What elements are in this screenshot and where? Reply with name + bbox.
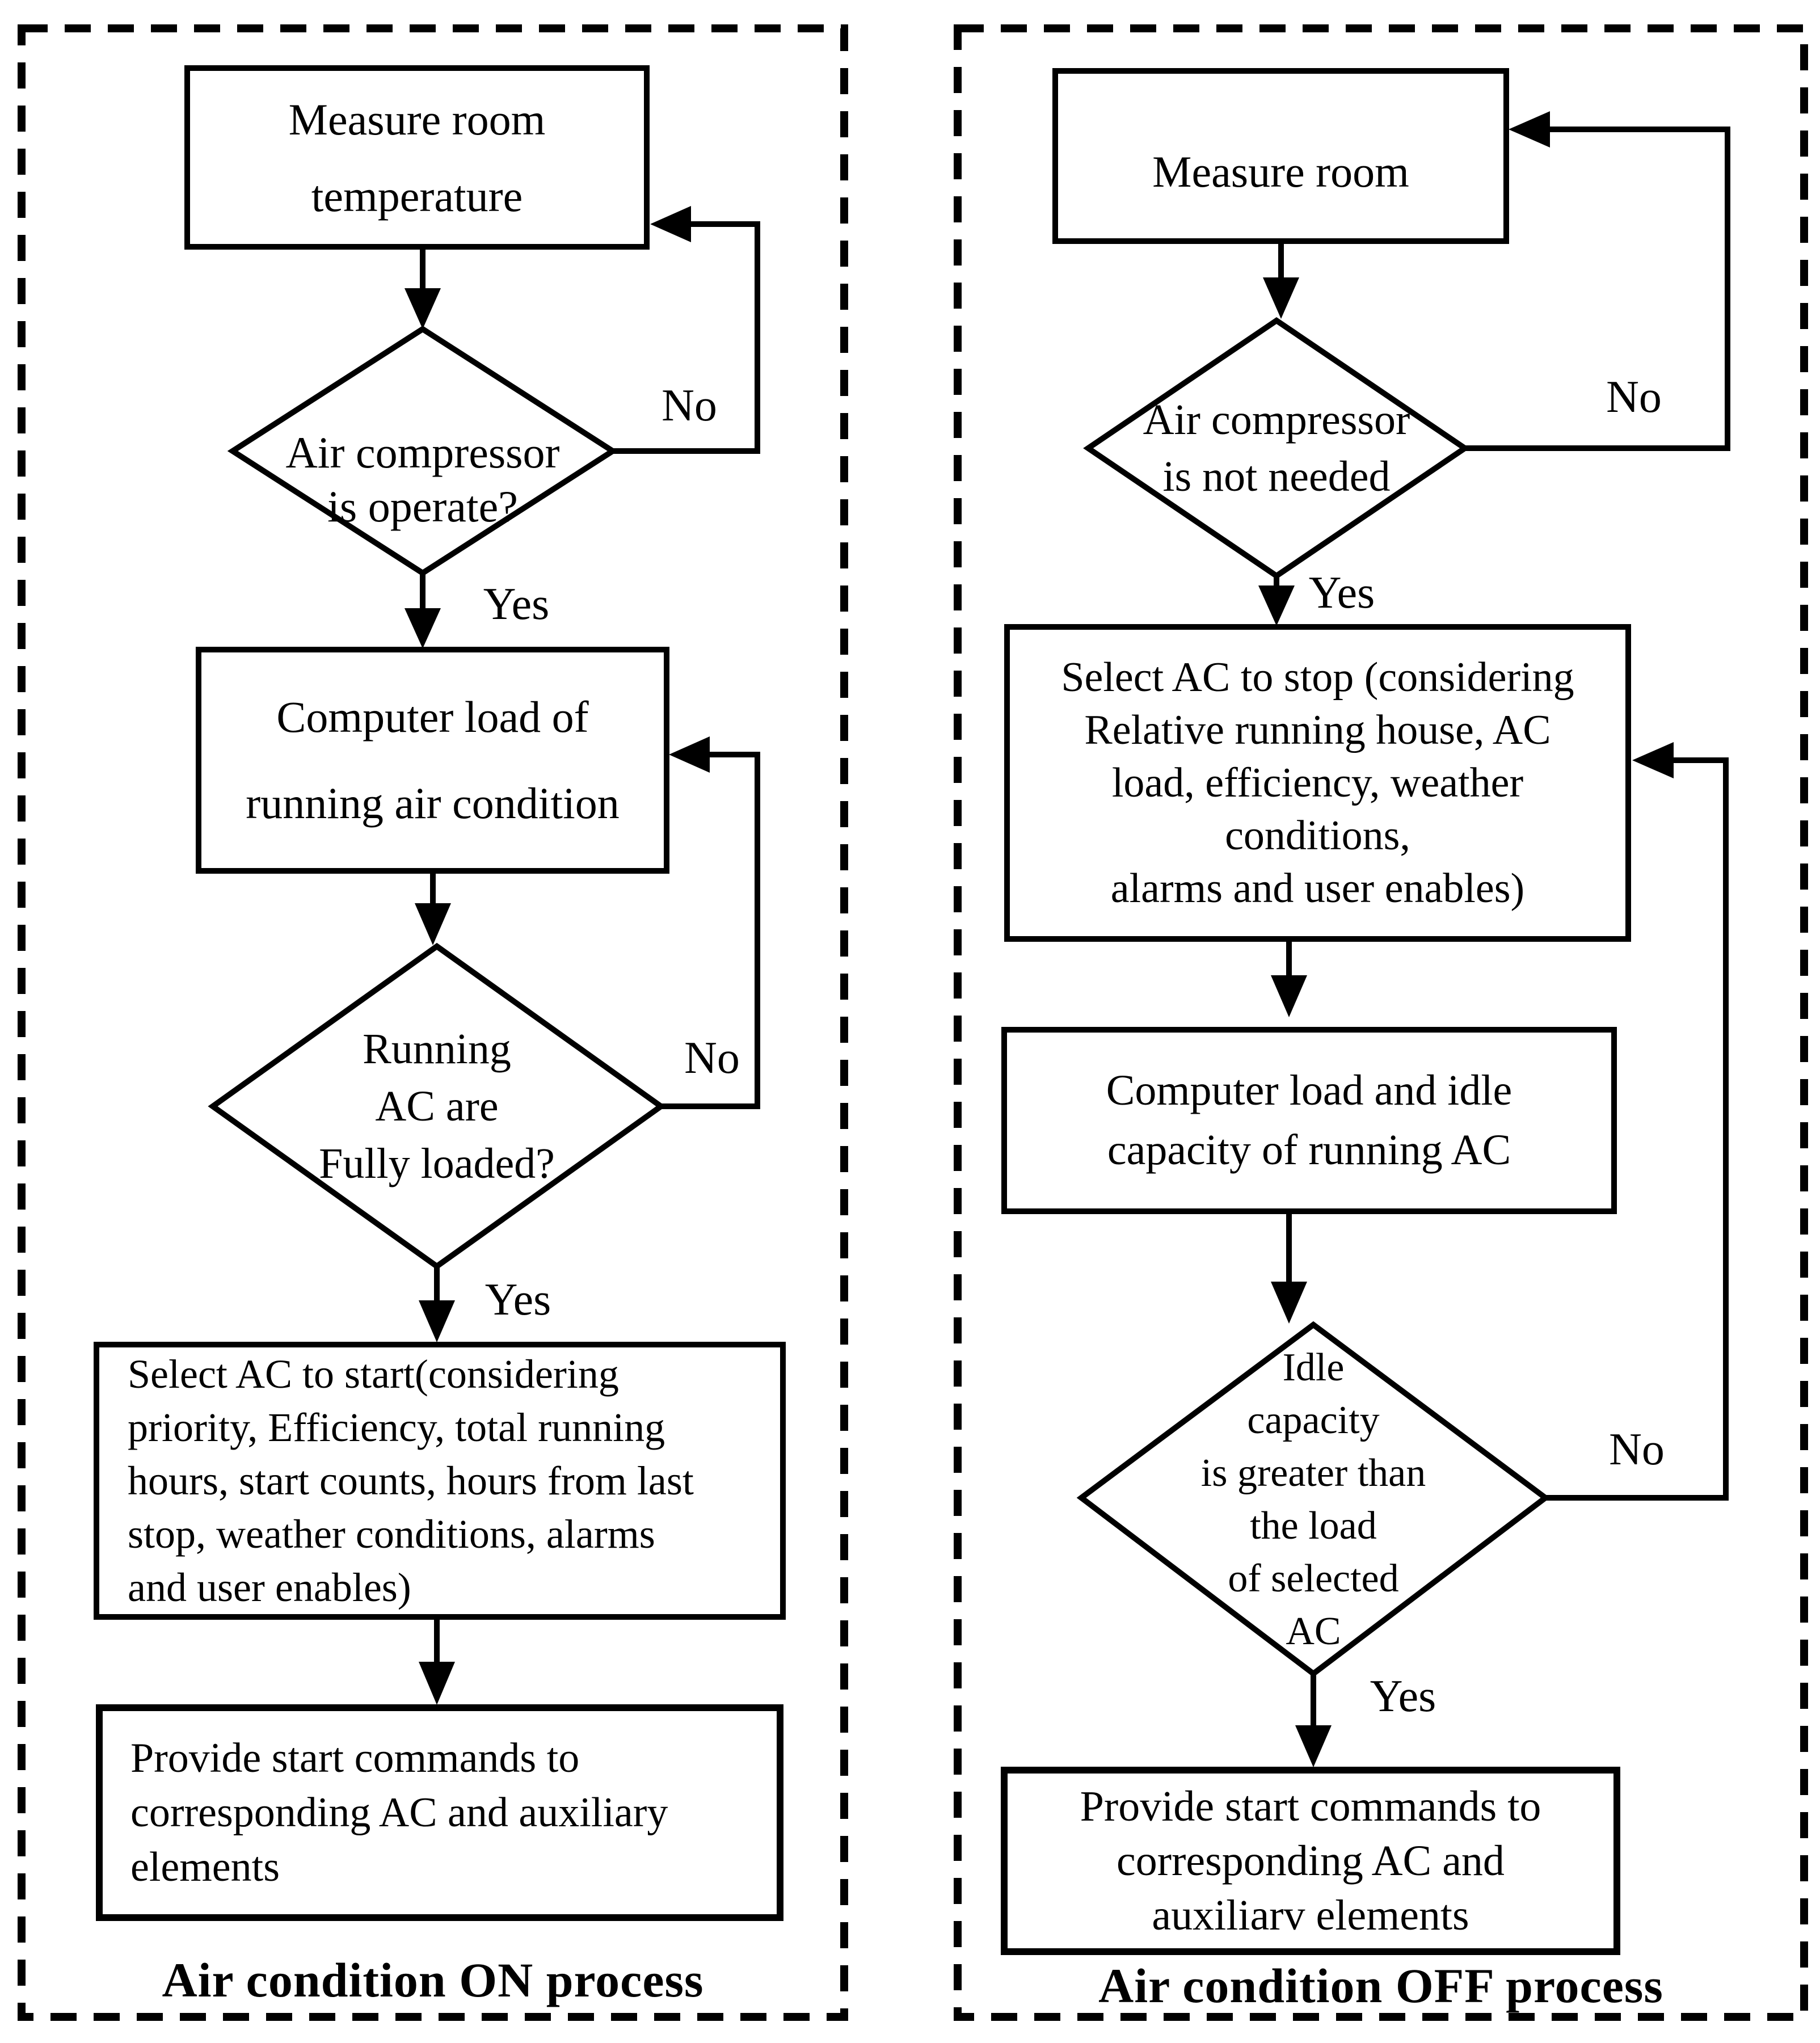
box-select-ac-to-start: Select AC to start(considering priority,… [128, 1351, 694, 1610]
arrow-no-loop-operate-to-measure [613, 206, 760, 454]
arrow-yes-operate-to-compute-load [405, 573, 441, 648]
edge-label-yes-operate: Yes [483, 579, 550, 629]
arrow-no-loop-fully-loaded-to-compute-load [661, 736, 760, 1109]
decision-air-compressor-operate: Air compressor is operate? [285, 428, 560, 531]
box-measure-room-temperature: Measure room temperature [288, 94, 546, 221]
arrow-measure-to-operate [405, 247, 441, 329]
edge-label-yes-idle-capacity: Yes [1370, 1671, 1436, 1721]
arrow-no-loop-not-needed-to-measure [1465, 111, 1730, 451]
box-computer-load-idle-capacity-outline [1001, 1027, 1617, 1214]
box-computer-load-running-ac: Computer load of running air condition [246, 692, 620, 828]
box-provide-start-commands-off-outline [1001, 1767, 1620, 1955]
box-provide-start-commands-on-outline [96, 1704, 783, 1921]
arrow-yes-fully-loaded-to-select-start [419, 1266, 455, 1342]
edge-label-no-operate: No [662, 380, 717, 431]
box-measure-room-outline [1052, 68, 1509, 244]
decision-running-ac-fully-loaded: Running AC are Fully loaded? [319, 1025, 555, 1187]
ac-on-panel-dashed-border [18, 24, 848, 2021]
arrow-select-stop-to-compute-idle [1271, 939, 1307, 1017]
decision-idle-capacity-greater: Idle capacity is greater than the load o… [1200, 1345, 1426, 1653]
edge-label-yes-fully-loaded: Yes [485, 1274, 551, 1325]
edge-label-no-not-needed: No [1606, 372, 1662, 422]
arrow-compute-load-to-fully-loaded [415, 871, 451, 945]
box-computer-load-running-ac-outline [196, 647, 669, 874]
arrow-no-loop-idle-capacity-to-select-stop [1545, 742, 1729, 1501]
box-measure-room-temperature-outline [184, 65, 650, 250]
edge-label-no-fully-loaded: No [684, 1033, 740, 1083]
decision-air-compressor-not-needed: Air compressor is not needed [1143, 396, 1410, 500]
box-select-ac-to-start-outline [94, 1342, 786, 1620]
arrow-yes-not-needed-to-select-stop [1258, 576, 1295, 626]
edge-label-no-idle-capacity: No [1609, 1424, 1665, 1475]
box-computer-load-idle-capacity: Computer load and idle capacity of runni… [1106, 1067, 1513, 1174]
caption-ac-off-process: Air condition OFF process [1098, 1958, 1663, 2013]
arrow-compute-idle-to-idle-capacity [1271, 1211, 1307, 1324]
caption-ac-on-process: Air condition ON process [162, 1953, 704, 2007]
box-select-ac-to-stop-outline [1004, 624, 1631, 942]
edge-label-yes-not-needed: Yes [1308, 567, 1375, 618]
box-select-ac-to-stop: Select AC to stop (considering Relative … [1061, 654, 1574, 912]
box-provide-start-commands-on: Provide start commands to corresponding … [130, 1735, 668, 1890]
ac-off-panel-dashed-border [954, 24, 1808, 2021]
box-provide-start-commands-off: Provide start commands to corresponding … [1080, 1783, 1541, 1939]
arrow-select-start-to-provide-commands [419, 1617, 455, 1705]
arrow-measure-to-not-needed [1263, 241, 1299, 319]
box-measure-room: Measure room [1152, 146, 1409, 196]
arrow-yes-idle-capacity-to-provide-commands [1295, 1674, 1332, 1767]
